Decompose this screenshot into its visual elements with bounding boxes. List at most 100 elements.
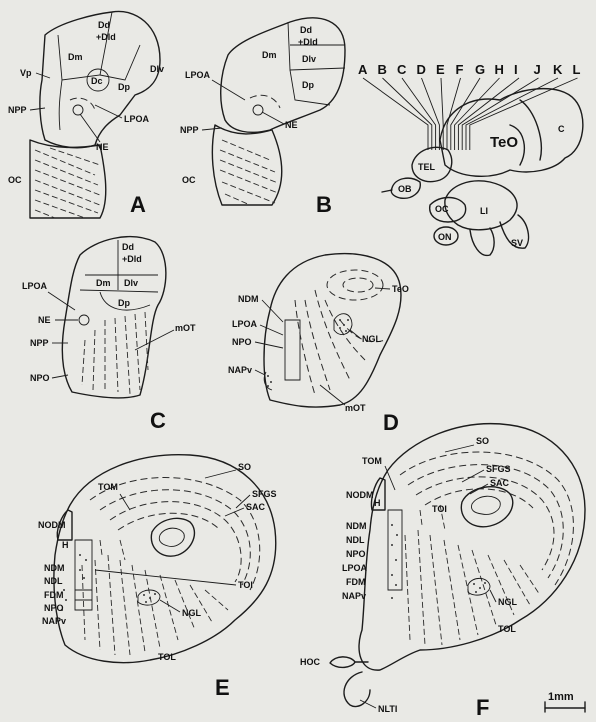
- section-line: [422, 78, 440, 150]
- panel-f-letter: F: [476, 695, 489, 720]
- panel-b-label-lpoa: LPOA: [185, 70, 211, 80]
- panel-c-label-lpoa: LPOA: [22, 281, 48, 291]
- panel-f-hatch: [405, 505, 540, 645]
- section-letter: D: [417, 62, 426, 77]
- brain-label-c: C: [558, 124, 565, 134]
- section-letter: E: [436, 62, 445, 77]
- panel-a-label-dc: Dc: [91, 76, 103, 86]
- panel-b-label-dlv: Dlv: [302, 54, 316, 64]
- panel-a-label-vp: Vp: [20, 68, 32, 78]
- panel-b: Dd +Dld Dm Dlv Dp LPOA NPP NE OC B: [180, 18, 345, 217]
- panel-c-outline: [62, 237, 166, 398]
- panel-c-letter: C: [150, 408, 166, 433]
- section-letter: I: [514, 62, 518, 77]
- panel-f-label-sfgs: SFGS: [486, 464, 511, 474]
- panel-e-label-fdm: FDM: [44, 590, 64, 600]
- section-letter: L: [573, 62, 581, 77]
- panel-d-label-lpoa: LPOA: [232, 319, 258, 329]
- panel-f-label-tom: TOM: [362, 456, 382, 466]
- panel-a-oc-hatch: [35, 148, 100, 218]
- panel-a-label-dm: Dm: [68, 52, 83, 62]
- panel-a-optic-chiasm: [30, 140, 106, 218]
- section-letter: A: [358, 62, 368, 77]
- panel-c-label-dld: +Dld: [122, 254, 142, 264]
- panel-b-outline: [221, 18, 345, 132]
- section-line: [441, 78, 443, 150]
- panel-f: SO SFGS SAC TOM TOI NODM H NDM NDL NPO L…: [300, 424, 585, 720]
- panel-a-label-dd: Dd: [98, 20, 110, 30]
- panel-f-label-h: H: [374, 498, 381, 508]
- panel-a-label-lpoa: LPOA: [124, 114, 150, 124]
- panel-d-letter: D: [383, 410, 399, 435]
- panel-c: Dd +Dld Dm Dlv Dp LPOA NE NPP NPO mOT C: [22, 237, 196, 433]
- panel-b-label-dd: Dd: [300, 25, 312, 35]
- panel-a-label-oc: OC: [8, 175, 22, 185]
- panel-d-label-napv: NAPv: [228, 365, 252, 375]
- panel-e-ventricle: [151, 518, 194, 556]
- panel-f-label-napv: NAPv: [342, 591, 366, 601]
- panel-f-label-fdm: FDM: [346, 577, 366, 587]
- brain-label-tel: TEL: [418, 162, 436, 172]
- panel-f-nlti-shape: [344, 672, 370, 707]
- panel-c-label-dlv: Dlv: [124, 278, 138, 288]
- panel-f-label-ndl: NDL: [346, 535, 365, 545]
- panel-e-label-h: H: [62, 540, 69, 550]
- section-letter: J: [534, 62, 541, 77]
- brain-label-sv: SV: [511, 238, 523, 248]
- brain-label-on: ON: [438, 232, 452, 242]
- panel-e-label-tom: TOM: [98, 482, 118, 492]
- panel-e-label-toi: TOI: [238, 580, 253, 590]
- panel-f-label-ndm: NDM: [346, 521, 367, 531]
- panel-a-label-dlv: Dlv: [150, 64, 164, 74]
- panel-e-label-sac: SAC: [246, 502, 266, 512]
- panel-e-label-ndm: NDM: [44, 563, 65, 573]
- panel-f-hoc-shape: [330, 657, 355, 668]
- panel-d-label-ndm: NDM: [238, 294, 259, 304]
- section-letter: C: [397, 62, 407, 77]
- panel-c-hatch: [82, 312, 148, 394]
- panel-c-label-dp: Dp: [118, 298, 130, 308]
- panel-c-label-npo: NPO: [30, 373, 50, 383]
- panel-a-label-dp: Dp: [118, 82, 130, 92]
- section-letter: F: [456, 62, 464, 77]
- panel-e-label-npo: NPO: [44, 603, 64, 613]
- panel-a: Dd +Dld Dm Dc Dp Dlv Vp NPP LPOA NE OC A: [8, 11, 164, 218]
- section-line: [363, 78, 428, 150]
- panel-f-label-tol: TOL: [498, 624, 516, 634]
- panel-e-hatch: [82, 540, 228, 655]
- panel-e-label-napv: NAPv: [42, 616, 66, 626]
- panel-f-label-hoc: HOC: [300, 657, 321, 667]
- panel-a-ne-circle: [73, 105, 83, 115]
- panel-d-label-mot: mOT: [345, 403, 366, 413]
- panel-e-label-tol: TOL: [158, 652, 176, 662]
- panel-d-label-ngl: NGL: [362, 334, 382, 344]
- panel-c-label-dm: Dm: [96, 278, 111, 288]
- panel-d-label-teo: TeO: [392, 284, 409, 294]
- section-letter: G: [475, 62, 485, 77]
- panel-e-label-nodm: NODM: [38, 520, 66, 530]
- panel-f-label-npo: NPO: [346, 549, 366, 559]
- panel-e-letter: E: [215, 675, 230, 700]
- panel-b-label-npp: NPP: [180, 125, 199, 135]
- scale-bar-label: 1mm: [548, 691, 574, 703]
- panel-e-label-ngl: NGL: [182, 608, 202, 618]
- panel-f-label-toi: TOI: [432, 504, 447, 514]
- panel-a-letter: A: [130, 192, 146, 217]
- panel-e-label-so: SO: [238, 462, 251, 472]
- panel-f-ventricle: [461, 487, 512, 527]
- panel-c-label-ne: NE: [38, 315, 51, 325]
- panel-f-label-nlti: NLTI: [378, 704, 397, 714]
- panel-f-label-sac: SAC: [490, 478, 510, 488]
- panel-b-label-dld: +Dld: [298, 37, 318, 47]
- panel-b-label-dm: Dm: [262, 50, 277, 60]
- panel-b-label-dp: Dp: [302, 80, 314, 90]
- panel-b-oc-hatch: [220, 140, 278, 205]
- panel-c-label-mot: mOT: [175, 323, 196, 333]
- panel-a-label-ne: NE: [96, 142, 109, 152]
- section-letter: H: [495, 62, 504, 77]
- panel-b-ne-circle: [253, 105, 263, 115]
- panel-f-outline: [359, 424, 585, 670]
- panel-e-label-sfgs: SFGS: [252, 489, 277, 499]
